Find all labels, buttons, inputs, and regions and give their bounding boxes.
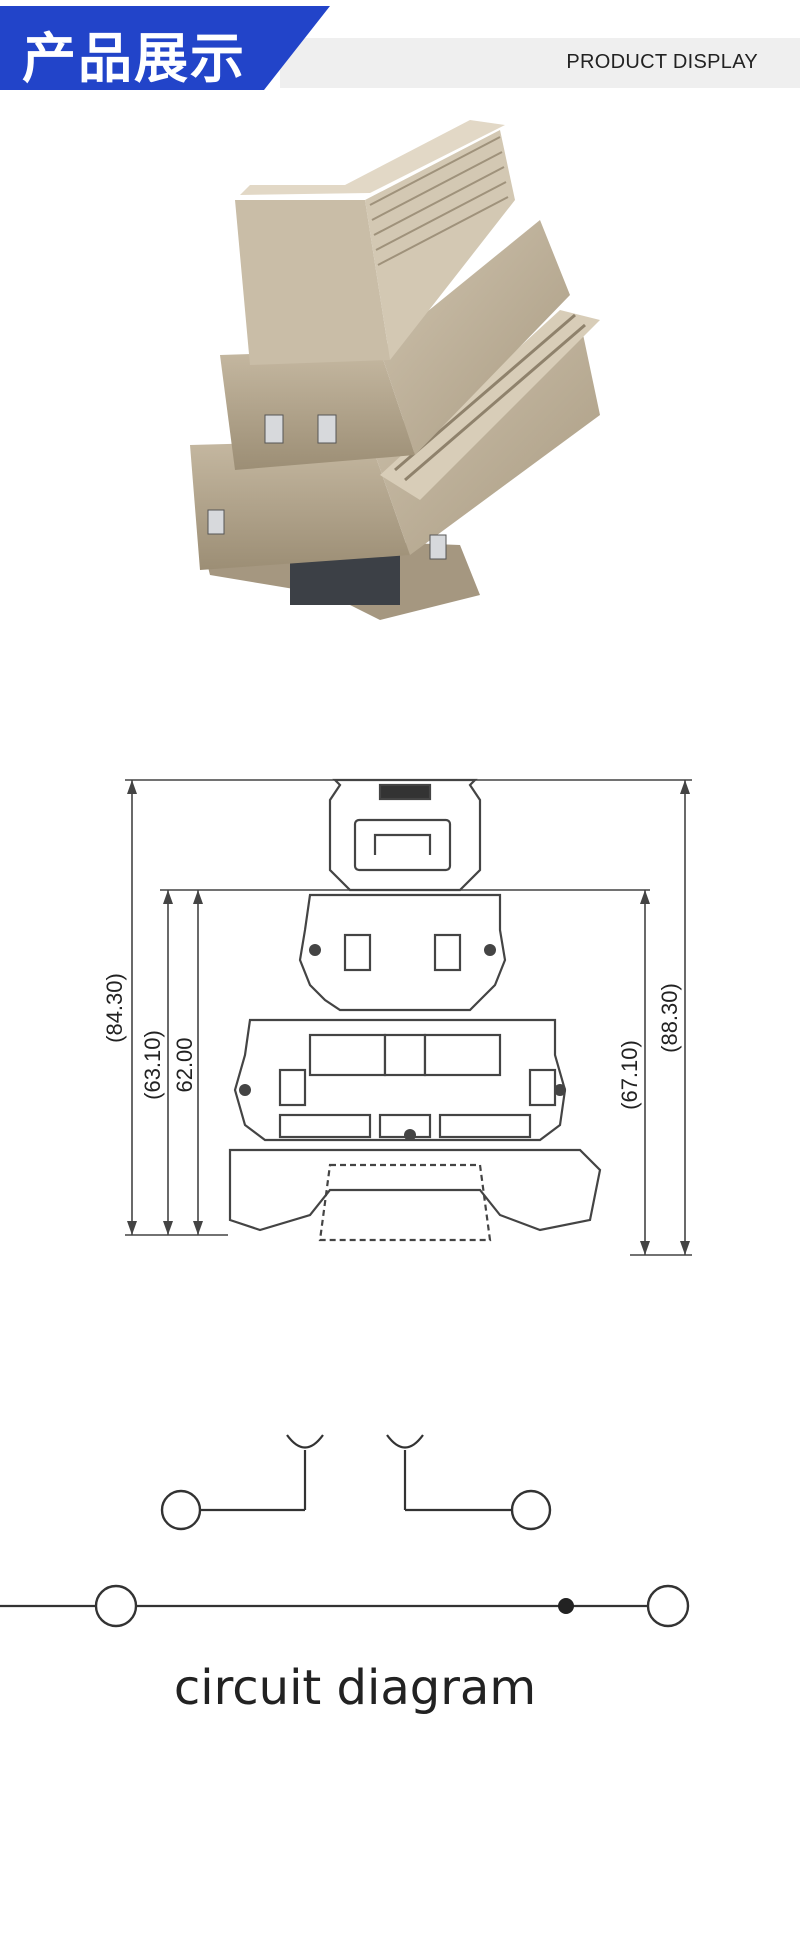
header-title-banner xyxy=(0,6,330,90)
terminal-circle xyxy=(510,1489,552,1531)
circuit-diagram xyxy=(0,1434,690,1628)
dim-label-inner-left: 62.00 xyxy=(172,1037,197,1092)
terminal-block-photo xyxy=(190,120,600,620)
dim-label-inner-right: (67.10) xyxy=(617,1040,642,1110)
terminal-circle xyxy=(160,1489,202,1531)
terminal-circle xyxy=(646,1584,690,1628)
dim-label-outer-right: (88.30) xyxy=(657,983,682,1053)
terminal-circle xyxy=(94,1584,138,1628)
dimension-drawing: (84.30) (63.10) 62.00 (67.10) (88.30) xyxy=(102,778,692,1256)
circuit-diagram-label: circuit diagram xyxy=(173,1660,537,1716)
header-bar xyxy=(280,38,800,88)
page-header: PRODUCT DISPLAY 产品展示 xyxy=(0,0,800,92)
dim-label-outer-left: (84.30) xyxy=(102,973,127,1043)
junction-dot xyxy=(558,1598,574,1614)
dim-label-mid-left: (63.10) xyxy=(140,1030,165,1100)
header-title-en: PRODUCT DISPLAY xyxy=(566,51,758,73)
header-title-cn: 产品展示 xyxy=(22,27,246,90)
